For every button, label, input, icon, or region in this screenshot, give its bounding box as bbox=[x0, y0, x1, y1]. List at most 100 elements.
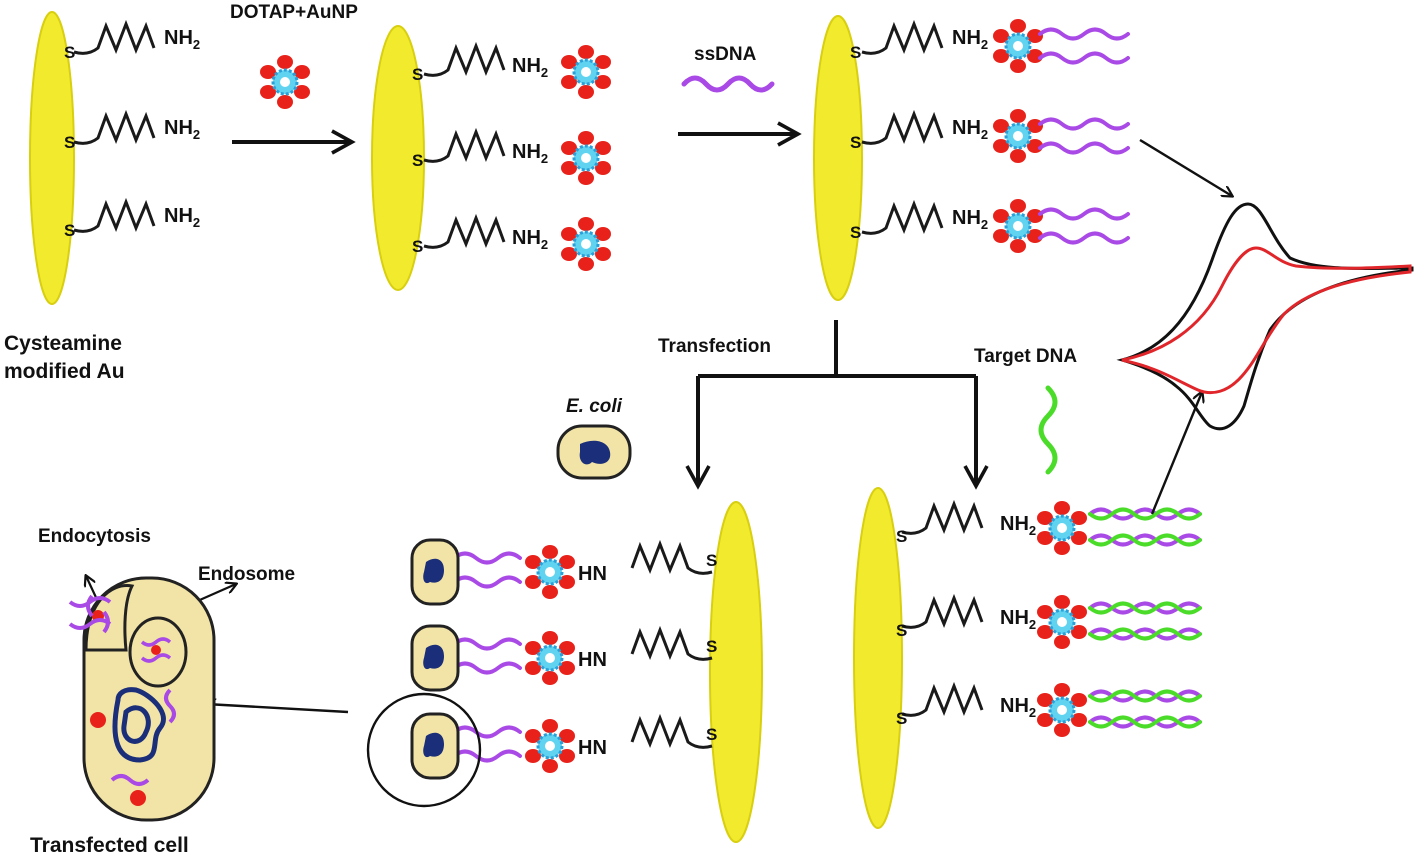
cv-curve-red bbox=[1121, 246, 1412, 395]
thiol-s-label: S bbox=[896, 709, 907, 728]
ssdna-hybrid-bottom bbox=[1088, 533, 1202, 547]
target-dna-hybrid-top bbox=[1088, 689, 1202, 703]
linker-step1-2 bbox=[73, 109, 156, 145]
thiol-s-label: S bbox=[850, 133, 861, 152]
ssdna-bound-bottom bbox=[452, 661, 522, 675]
linker-step3-3 bbox=[861, 199, 944, 235]
amine-label: NH2 bbox=[164, 27, 200, 52]
electrode-3 bbox=[813, 15, 863, 301]
thiol-s-label: S bbox=[850, 223, 861, 242]
amine-label: NH2 bbox=[1000, 607, 1036, 632]
linker-step1-3 bbox=[73, 197, 156, 233]
amine-label: NH2 bbox=[512, 55, 548, 80]
arrow-hybrid-to-cv bbox=[1150, 392, 1202, 515]
aunp-transfect-2 bbox=[525, 631, 575, 685]
thiol-s-label: S bbox=[64, 221, 75, 240]
linker-hybrid-3 bbox=[901, 681, 984, 717]
thiol-s-label: S bbox=[896, 621, 907, 640]
ssdna-bound-bottom bbox=[452, 575, 522, 589]
arrows bbox=[86, 121, 1232, 714]
label-transfection: Transfection bbox=[658, 336, 771, 357]
internal-ssdna-2 bbox=[110, 774, 150, 786]
amine-label: NH2 bbox=[164, 205, 200, 230]
ssdna-hybrid-top bbox=[1088, 689, 1202, 703]
linker-step1-1 bbox=[73, 19, 156, 55]
amine-label: NH2 bbox=[1000, 695, 1036, 720]
target-dna-hybrid-bottom bbox=[1088, 627, 1202, 641]
ssdna-probe-bottom bbox=[1038, 51, 1130, 65]
ssdna-probe-top bbox=[1038, 27, 1130, 41]
ssdna-bound-top bbox=[452, 551, 522, 565]
ecoli-cells bbox=[410, 538, 460, 780]
label-endosome: Endosome bbox=[198, 564, 295, 585]
electrode-4 bbox=[709, 501, 763, 843]
cv-curve-black bbox=[1116, 202, 1414, 431]
ecoli-bound-3 bbox=[410, 712, 460, 780]
amine-hn-label: HN bbox=[578, 737, 607, 759]
amine-label: NH2 bbox=[952, 207, 988, 232]
label-transfected-cell: Transfected cell bbox=[30, 834, 189, 857]
thiol-s-label: S bbox=[896, 527, 907, 546]
ssdna-probe-top bbox=[1038, 207, 1130, 221]
aunp-step3-3 bbox=[993, 199, 1043, 253]
ssdna-strand bbox=[681, 75, 775, 93]
aunp-hybrid-2 bbox=[1037, 595, 1087, 649]
ssdna-hybrid-bottom bbox=[1088, 627, 1202, 641]
amine-label: NH2 bbox=[952, 27, 988, 52]
linker-step2-1 bbox=[423, 41, 506, 77]
amine-label: NH2 bbox=[1000, 513, 1036, 538]
aunp-complexes bbox=[260, 19, 1087, 773]
dna-strands bbox=[452, 27, 1202, 763]
ecoli-bound-2 bbox=[410, 624, 460, 692]
ssdna-probe-bottom bbox=[1038, 231, 1130, 245]
thiol-s-label: S bbox=[64, 43, 75, 62]
label-cysteamine-line2: modified Au bbox=[4, 360, 125, 383]
aunp-step3-1 bbox=[993, 19, 1043, 73]
aunp-step2-2 bbox=[561, 131, 611, 185]
thiol-s-label: S bbox=[706, 551, 717, 570]
linker-chains bbox=[73, 19, 984, 749]
linker-hybrid-2 bbox=[901, 593, 984, 629]
transfected-nucleoid bbox=[112, 687, 166, 763]
linker-step2-3 bbox=[423, 213, 506, 249]
thiol-s-label: S bbox=[64, 133, 75, 152]
electrode-2 bbox=[371, 25, 425, 291]
thiol-s-label: S bbox=[706, 637, 717, 656]
aunp-step2-3 bbox=[561, 217, 611, 271]
amine-hn-label: HN bbox=[578, 563, 607, 585]
amine-label: NH2 bbox=[164, 117, 200, 142]
linker-step2-2 bbox=[423, 127, 506, 163]
zoom-circle bbox=[366, 692, 482, 808]
thiol-s-label: S bbox=[706, 725, 717, 744]
linker-hybrid-1 bbox=[901, 499, 984, 535]
electrode-5 bbox=[853, 487, 903, 829]
amine-hn-label: HN bbox=[578, 649, 607, 671]
label-cysteamine-line1: Cysteamine bbox=[4, 332, 122, 355]
thiol-s-label: S bbox=[412, 151, 423, 170]
cyclic-voltammogram bbox=[1116, 202, 1414, 431]
linker-transfect-1 bbox=[630, 539, 713, 575]
electrodes bbox=[29, 11, 903, 843]
ssdna-probe-bottom bbox=[1038, 141, 1130, 155]
aunp-reagent bbox=[260, 55, 310, 109]
linker-step3-1 bbox=[861, 19, 944, 55]
ssdna-bound-top bbox=[452, 637, 522, 651]
ssdna-probe-top bbox=[1038, 117, 1130, 131]
endocytosed-complex bbox=[68, 594, 112, 634]
thiol-s-label: S bbox=[850, 43, 861, 62]
ssdna-hybrid-top bbox=[1088, 507, 1202, 521]
ssdna-hybrid-bottom bbox=[1088, 715, 1202, 729]
aunp-transfect-1 bbox=[525, 545, 575, 599]
target-dna-hybrid-bottom bbox=[1088, 715, 1202, 729]
ssdna-bound-bottom bbox=[452, 749, 522, 763]
linker-step3-2 bbox=[861, 109, 944, 145]
label-ecoli: E. coli bbox=[566, 396, 623, 417]
ecoli-single bbox=[556, 424, 632, 480]
ecoli-bound-1 bbox=[410, 538, 460, 606]
transfected-cell bbox=[68, 576, 216, 822]
label-ssdna: ssDNA bbox=[694, 44, 757, 65]
target-dna-hybrid-bottom bbox=[1088, 533, 1202, 547]
target-dna-hybrid-top bbox=[1088, 601, 1202, 615]
